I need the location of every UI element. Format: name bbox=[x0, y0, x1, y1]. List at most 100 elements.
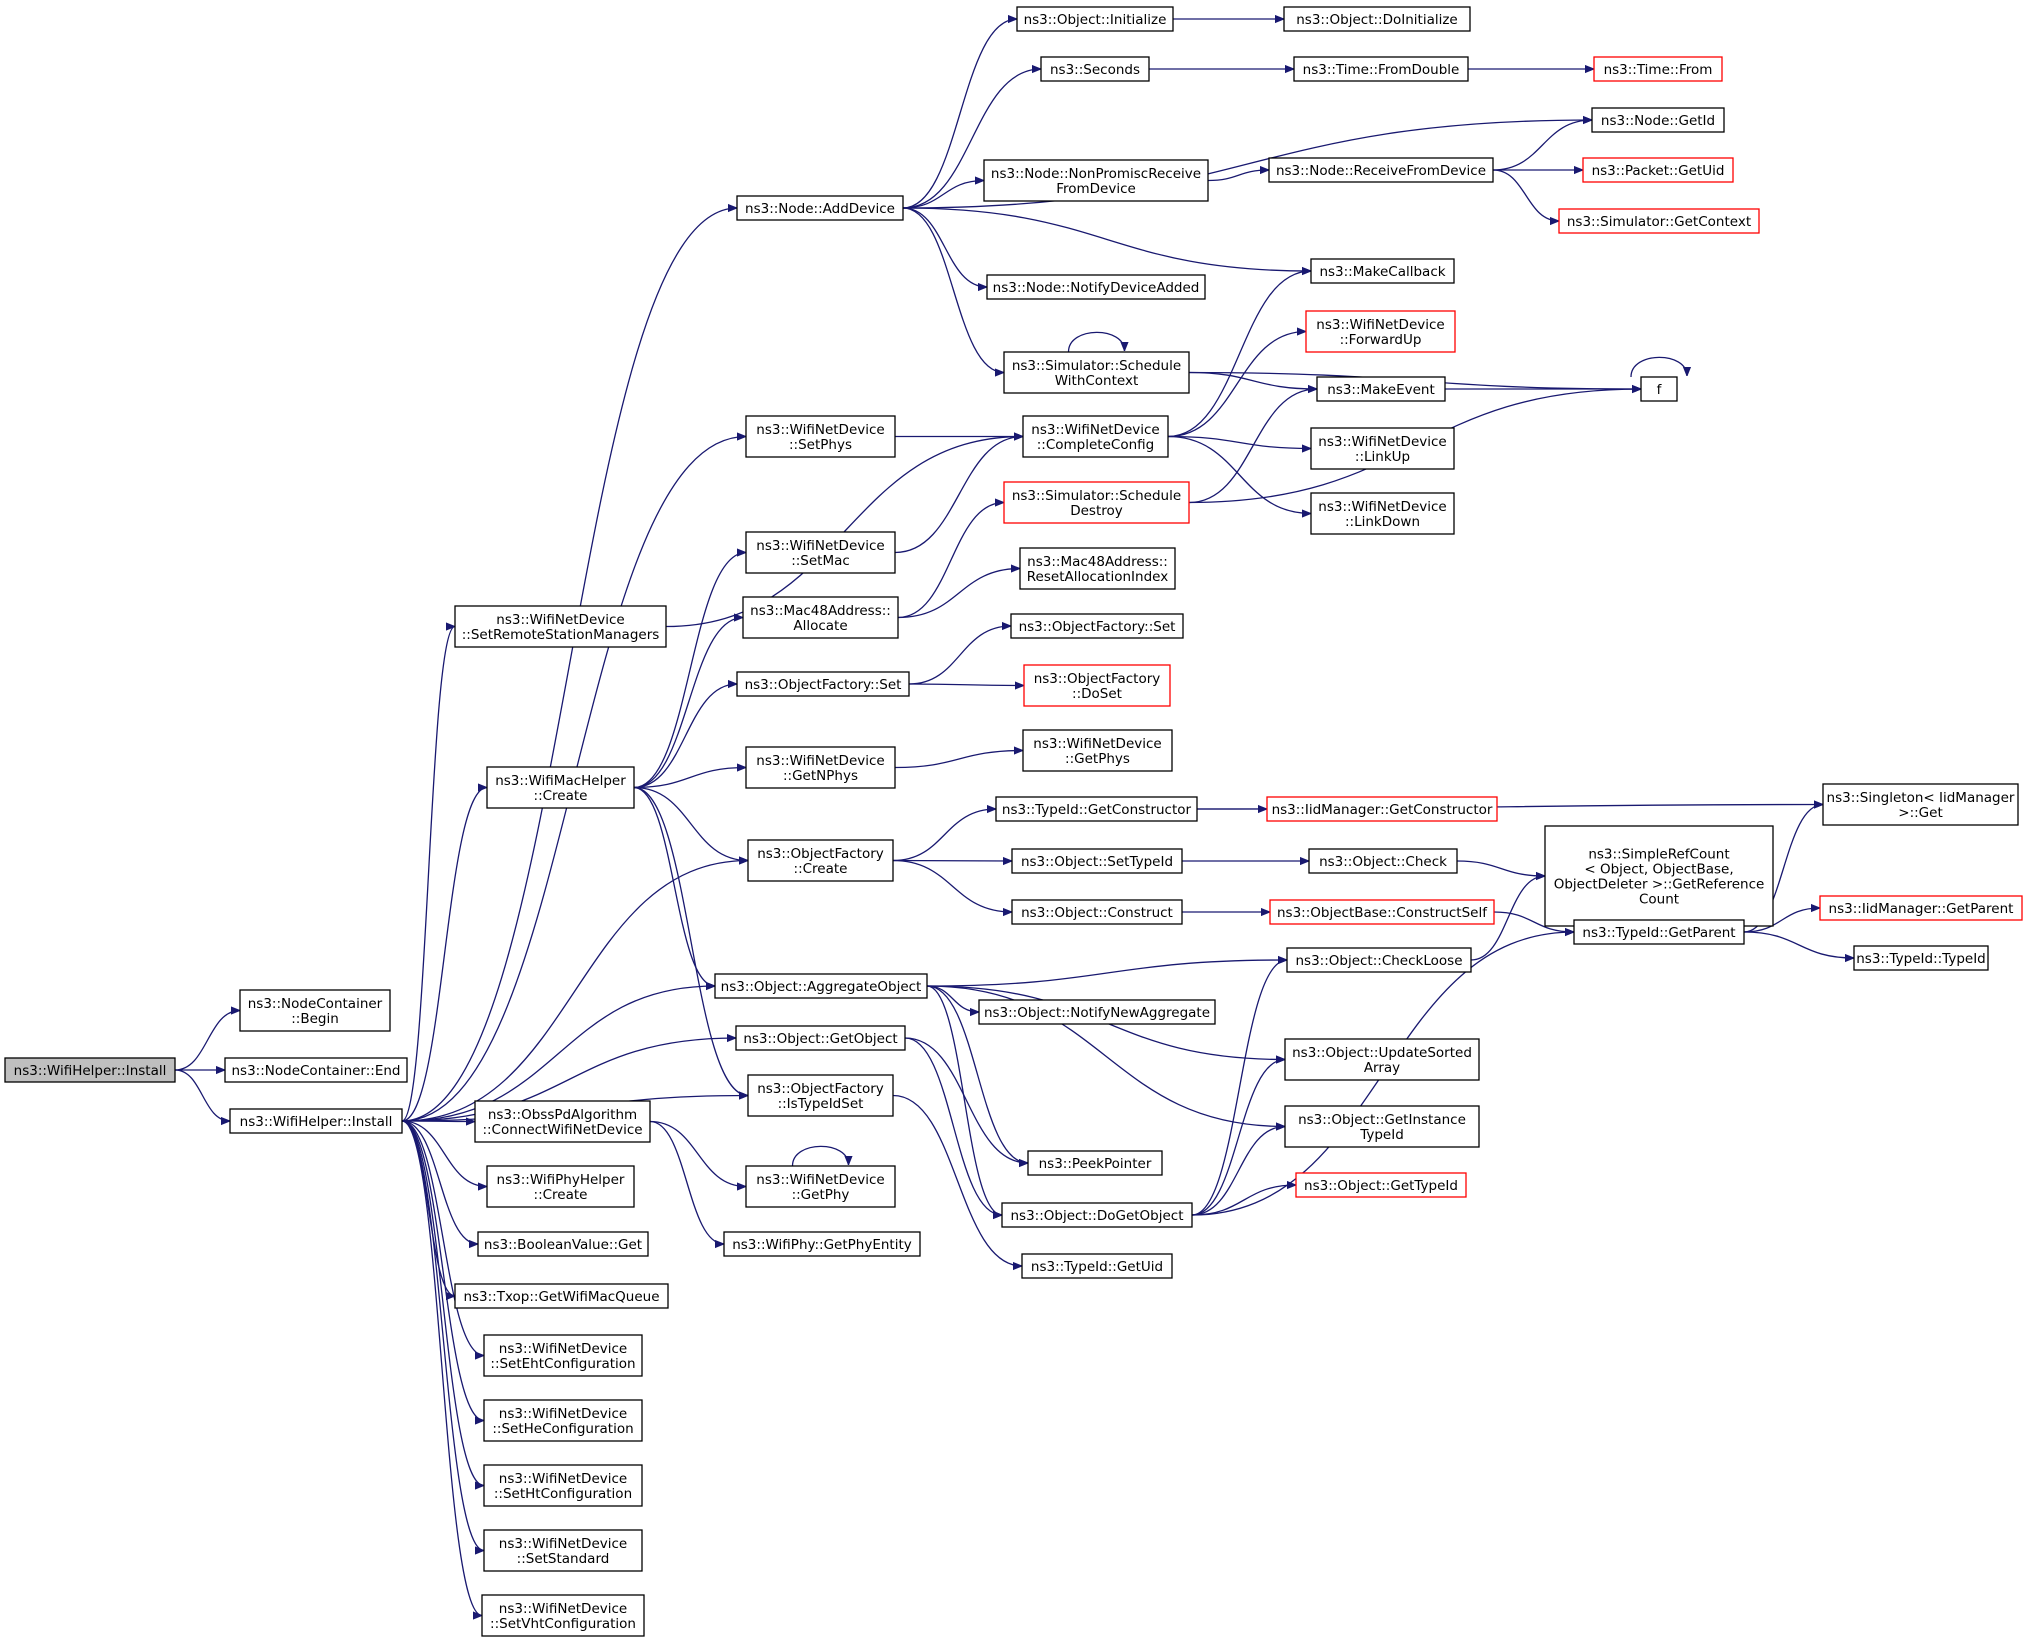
node-ncEnd[interactable]: ns3::NodeContainer::End bbox=[224, 1057, 408, 1083]
node-objCheck[interactable]: ns3::Object::Check bbox=[1308, 848, 1458, 874]
node-label: ns3::Node::ReceiveFromDevice bbox=[1276, 163, 1486, 179]
edge-objCheck-to-refCount bbox=[1456, 860, 1545, 876]
edge-aggObj-to-peekPtr bbox=[926, 985, 1028, 1163]
node-box bbox=[1593, 56, 1723, 82]
node-label: ns3::Object::Initialize bbox=[1024, 12, 1167, 28]
edge-addDevice-to-makeCb bbox=[902, 207, 1311, 271]
node-getObject[interactable]: ns3::Object::GetObject bbox=[735, 1025, 906, 1051]
node-singleton[interactable]: ns3::Singleton< IidManager>::Get bbox=[1822, 783, 2019, 826]
node-nodeGetId[interactable]: ns3::Node::GetId bbox=[1591, 107, 1725, 133]
node-aggObj[interactable]: ns3::Object::AggregateObject bbox=[714, 973, 928, 999]
node-ofCreate[interactable]: ns3::ObjectFactory::Create bbox=[747, 839, 894, 882]
node-box bbox=[483, 1399, 643, 1442]
node-setPhys[interactable]: ns3::WifiNetDevice::SetPhys bbox=[745, 415, 896, 458]
node-setHt[interactable]: ns3::WifiNetDevice::SetHtConfiguration bbox=[483, 1464, 643, 1507]
node-mac48Alloc[interactable]: ns3::Mac48Address::Allocate bbox=[742, 596, 899, 639]
node-box bbox=[1822, 783, 2019, 826]
node-checkLoose[interactable]: ns3::Object::CheckLoose bbox=[1286, 947, 1472, 973]
node-label: ::ConnectWifiNetDevice bbox=[482, 1122, 642, 1138]
edge-whInstall-to-aggObj bbox=[401, 986, 715, 1122]
node-setHe[interactable]: ns3::WifiNetDevice::SetHeConfiguration bbox=[483, 1399, 643, 1442]
node-setVht[interactable]: ns3::WifiNetDevice::SetVhtConfiguration bbox=[481, 1594, 645, 1637]
node-whInstall[interactable]: ns3::WifiHelper::Install bbox=[229, 1108, 403, 1134]
node-setRSM[interactable]: ns3::WifiNetDevice::SetRemoteStationMana… bbox=[454, 605, 667, 648]
node-linkUp[interactable]: ns3::WifiNetDevice::LinkUp bbox=[1310, 427, 1455, 470]
node-notifyAgg[interactable]: ns3::Object::NotifyNewAggregate bbox=[978, 999, 1216, 1025]
node-getPhys[interactable]: ns3::WifiNetDevice::GetPhys bbox=[1022, 729, 1173, 772]
node-box bbox=[1544, 825, 1774, 927]
node-iidGetParent[interactable]: ns3::IidManager::GetParent bbox=[1819, 895, 2023, 921]
node-ofSet[interactable]: ns3::ObjectFactory::Set bbox=[736, 671, 910, 697]
node-pktGetUid[interactable]: ns3::Packet::GetUid bbox=[1582, 157, 1734, 183]
node-addDevice[interactable]: ns3::Node::AddDevice bbox=[736, 195, 904, 221]
node-obss[interactable]: ns3::ObssPdAlgorithm::ConnectWifiNetDevi… bbox=[474, 1100, 651, 1143]
node-box bbox=[1558, 208, 1760, 234]
node-macCreate[interactable]: ns3::WifiMacHelper::Create bbox=[486, 766, 635, 809]
node-getNPhys[interactable]: ns3::WifiNetDevice::GetNPhys bbox=[745, 746, 896, 789]
node-fromDouble[interactable]: ns3::Time::FromDouble bbox=[1293, 56, 1469, 82]
node-seconds[interactable]: ns3::Seconds bbox=[1040, 56, 1150, 82]
node-box bbox=[1023, 664, 1171, 707]
edge-whInstall-to-ofCreate bbox=[401, 861, 748, 1122]
node-boolGet[interactable]: ns3::BooleanValue::Get bbox=[477, 1231, 649, 1257]
node-ofSet2[interactable]: ns3::ObjectFactory::Set bbox=[1010, 613, 1184, 639]
node-constructSelf[interactable]: ns3::ObjectBase::ConstructSelf bbox=[1269, 899, 1495, 925]
edge-ofSet-to-ofSet2 bbox=[908, 626, 1011, 685]
node-tidGetParent[interactable]: ns3::TypeId::GetParent bbox=[1573, 919, 1745, 945]
node-isTypeIdSet[interactable]: ns3::ObjectFactory::IsTypeIdSet bbox=[747, 1074, 894, 1117]
edge-whInstall-to-macCreate bbox=[401, 788, 488, 1122]
node-label: ns3::WifiMacHelper bbox=[495, 773, 626, 789]
node-objInit[interactable]: ns3::Object::Initialize bbox=[1016, 6, 1174, 32]
node-label: ns3::Txop::GetWifiMacQueue bbox=[463, 1289, 659, 1305]
node-getUid[interactable]: ns3::TypeId::GetUid bbox=[1021, 1253, 1173, 1279]
node-notifyAdded[interactable]: ns3::Node::NotifyDeviceAdded bbox=[986, 274, 1206, 300]
node-setEht[interactable]: ns3::WifiNetDevice::SetEhtConfiguration bbox=[483, 1334, 643, 1377]
edge-schedCtx-to-makeEvent bbox=[1188, 371, 1317, 390]
node-getCtor[interactable]: ns3::TypeId::GetConstructor bbox=[995, 796, 1198, 822]
node-ofDoSet[interactable]: ns3::ObjectFactory::DoSet bbox=[1023, 664, 1171, 707]
edge-schedDestroy-to-makeEvent bbox=[1188, 389, 1317, 504]
node-peekPtr[interactable]: ns3::PeekPointer bbox=[1027, 1150, 1163, 1176]
node-resetAlloc[interactable]: ns3::Mac48Address::ResetAllocationIndex bbox=[1019, 547, 1176, 590]
node-doGetObj[interactable]: ns3::Object::DoGetObject bbox=[1001, 1202, 1193, 1228]
node-doInit[interactable]: ns3::Object::DoInitialize bbox=[1283, 6, 1471, 32]
node-makeEvent[interactable]: ns3::MakeEvent bbox=[1316, 376, 1446, 402]
node-tidTypeId[interactable]: ns3::TypeId::TypeId bbox=[1853, 945, 1989, 971]
node-txop[interactable]: ns3::Txop::GetWifiMacQueue bbox=[454, 1283, 669, 1309]
node-completeCfg[interactable]: ns3::WifiNetDevice::CompleteConfig bbox=[1022, 415, 1169, 458]
node-getPhy[interactable]: ns3::WifiNetDevice::GetPhy bbox=[745, 1165, 896, 1208]
node-box bbox=[978, 999, 1216, 1025]
node-ncBegin[interactable]: ns3::NodeContainer::Begin bbox=[239, 989, 391, 1032]
node-iidGetCtor[interactable]: ns3::IidManager::GetConstructor bbox=[1266, 796, 1498, 822]
node-label: WithContext bbox=[1055, 373, 1139, 389]
node-objGetTid[interactable]: ns3::Object::GetTypeId bbox=[1295, 1172, 1467, 1198]
node-box bbox=[239, 989, 391, 1032]
node-box bbox=[742, 596, 899, 639]
node-setTypeId[interactable]: ns3::Object::SetTypeId bbox=[1011, 848, 1183, 874]
node-timeFrom[interactable]: ns3::Time::From bbox=[1593, 56, 1723, 82]
node-f[interactable]: f bbox=[1640, 376, 1678, 402]
node-label: ns3::ObjectFactory::Set bbox=[745, 677, 902, 693]
node-getPhyEntity[interactable]: ns3::WifiPhy::GetPhyEntity bbox=[723, 1231, 921, 1257]
node-label: ::SetHeConfiguration bbox=[492, 1421, 633, 1437]
node-label: ::GetPhys bbox=[1065, 751, 1130, 767]
node-makeCb[interactable]: ns3::MakeCallback bbox=[1310, 258, 1455, 284]
node-recvFromDev[interactable]: ns3::Node::ReceiveFromDevice bbox=[1268, 157, 1494, 183]
edge-whInstall-to-setRSM bbox=[401, 627, 456, 1122]
node-root[interactable]: ns3::WifiHelper::Install bbox=[4, 1057, 176, 1083]
node-setStd[interactable]: ns3::WifiNetDevice::SetStandard bbox=[483, 1529, 643, 1572]
node-setMac[interactable]: ns3::WifiNetDevice::SetMac bbox=[745, 531, 896, 574]
node-box bbox=[747, 1074, 894, 1117]
node-fwdUp[interactable]: ns3::WifiNetDevice::ForwardUp bbox=[1305, 310, 1456, 353]
node-refCount[interactable]: ns3::SimpleRefCount< Object, ObjectBase,… bbox=[1544, 825, 1774, 927]
edge-f-to-f bbox=[1630, 356, 1687, 378]
node-linkDown[interactable]: ns3::WifiNetDevice::LinkDown bbox=[1310, 492, 1455, 535]
node-simGetCtx[interactable]: ns3::Simulator::GetContext bbox=[1558, 208, 1760, 234]
node-phyCreate[interactable]: ns3::WifiPhyHelper::Create bbox=[486, 1165, 635, 1208]
node-construct[interactable]: ns3::Object::Construct bbox=[1011, 899, 1183, 925]
